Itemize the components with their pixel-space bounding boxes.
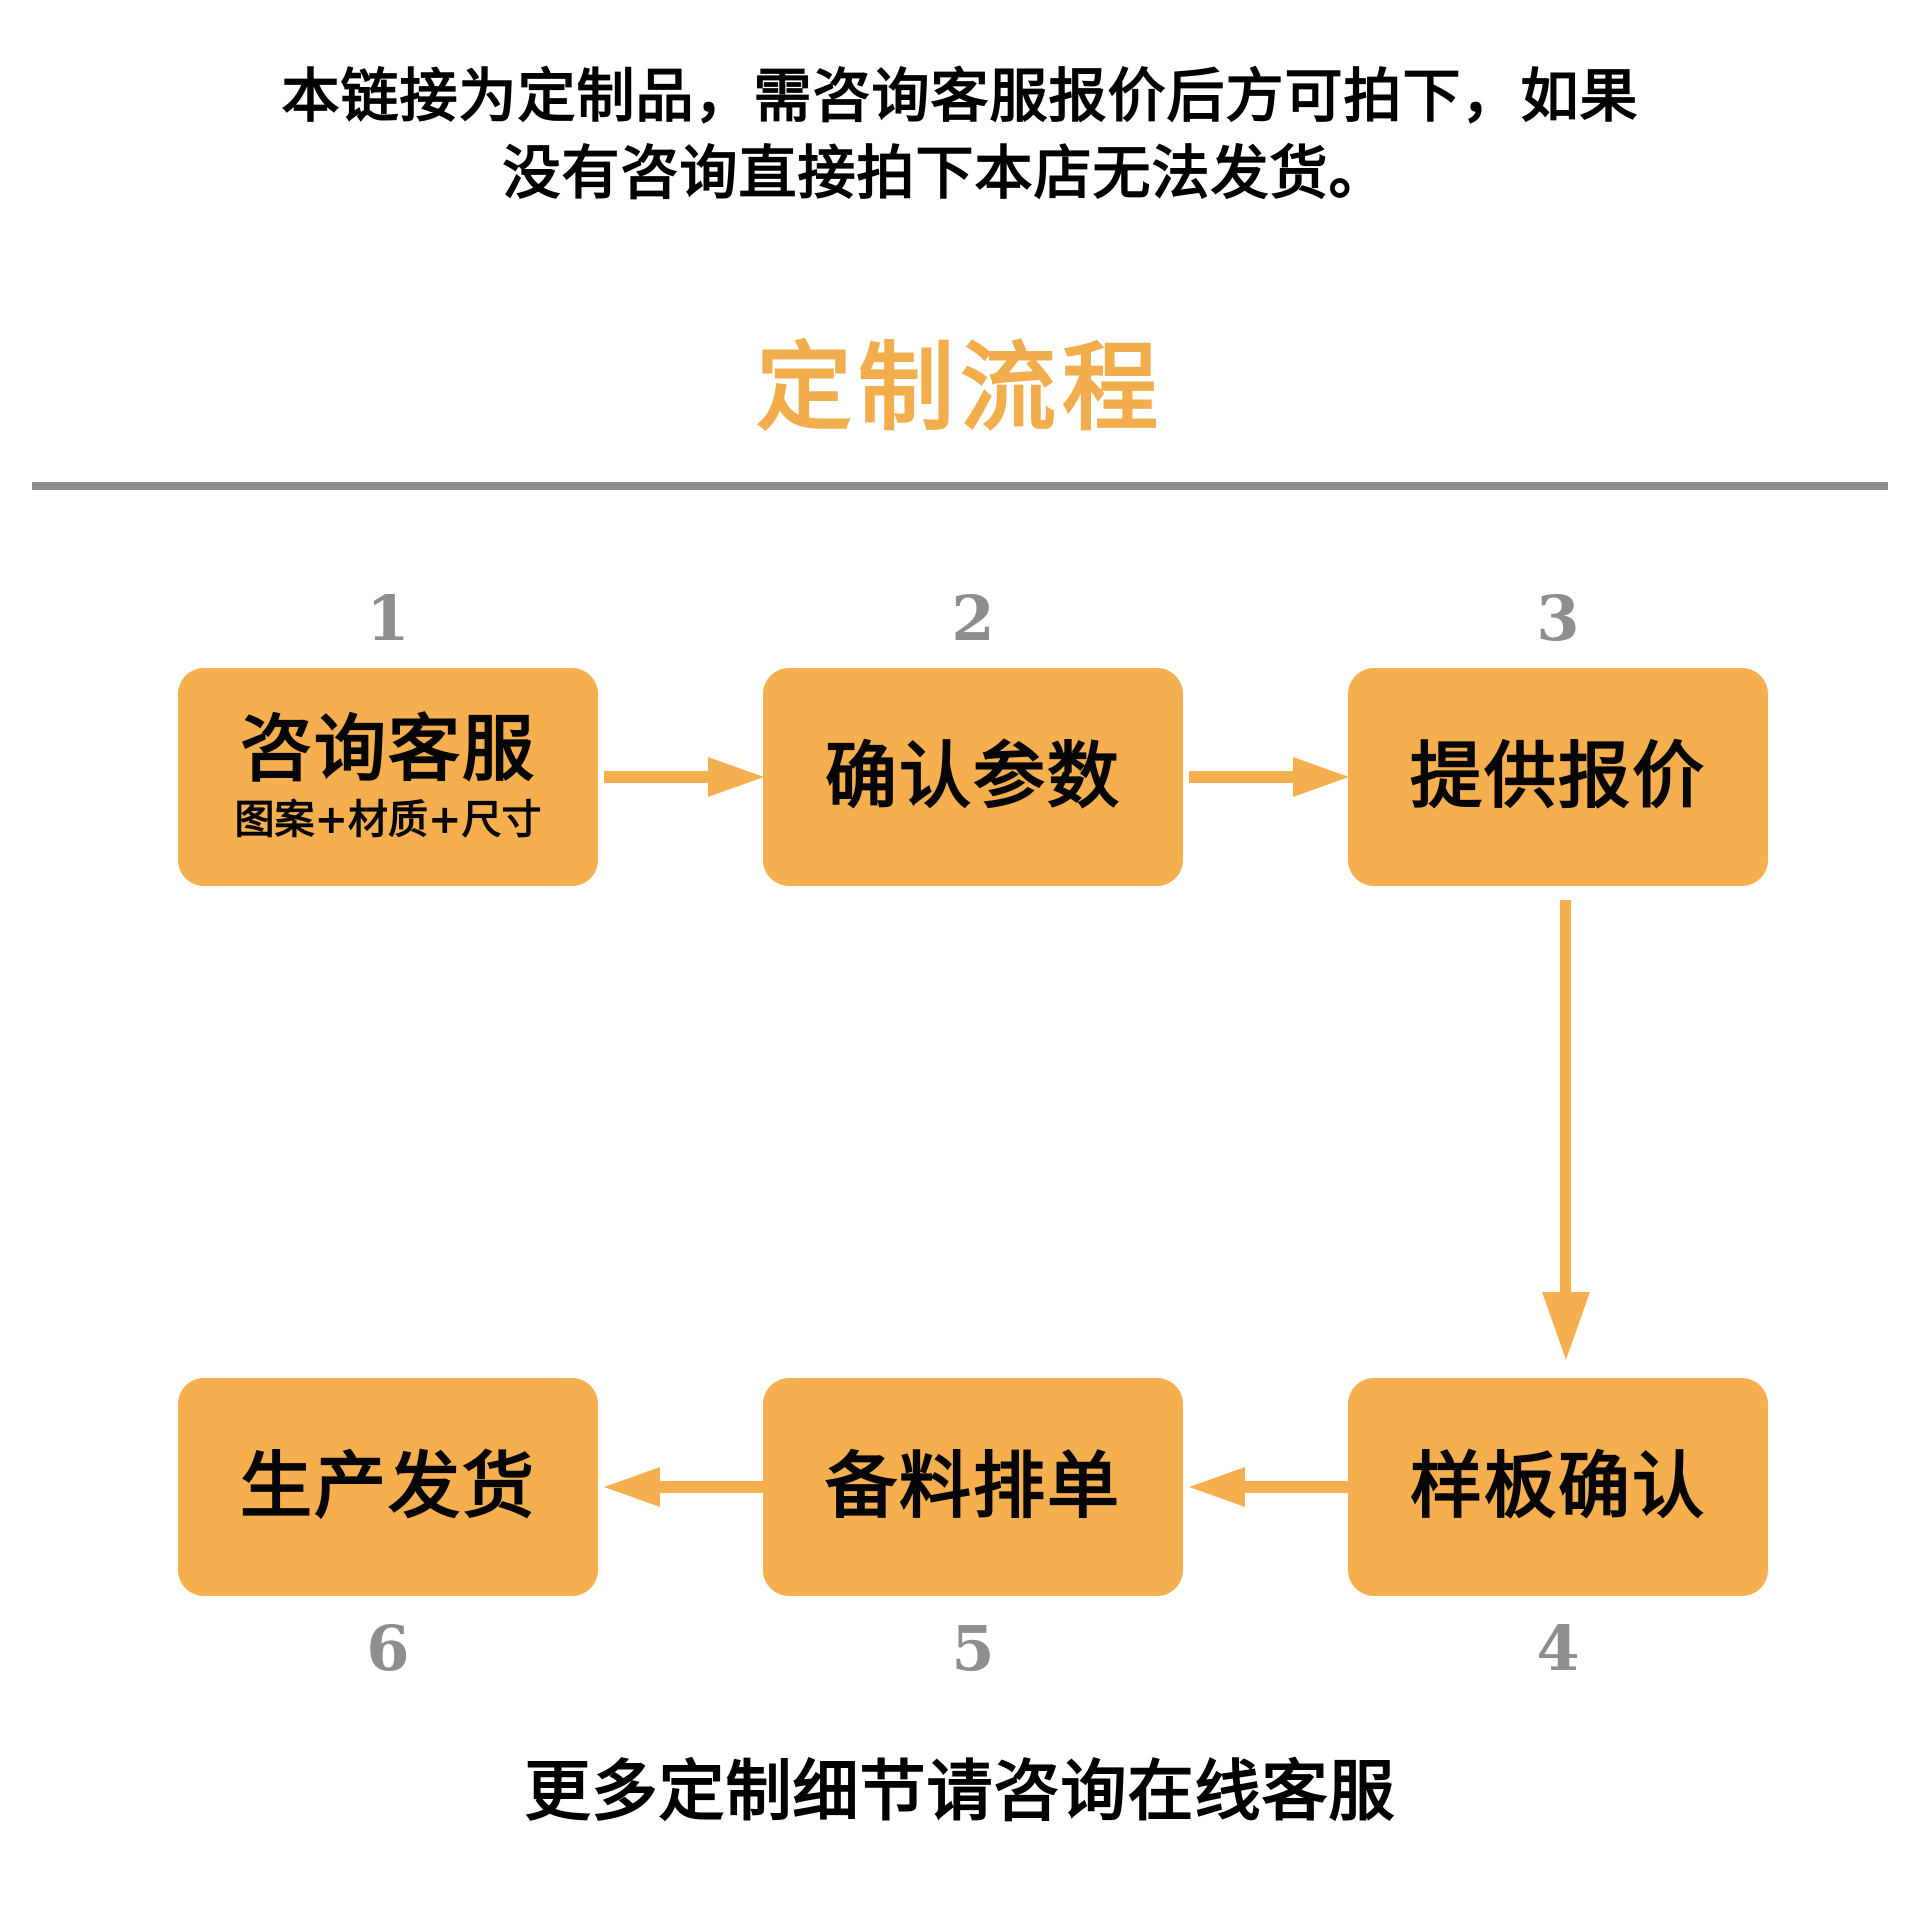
step-number-1: 1	[366, 582, 410, 655]
footer-cta-text: 更多定制细节请咨询在线客服	[524, 1753, 1396, 1830]
step-box-provide-quote[interactable]: 提供报价	[1348, 668, 1768, 886]
step-sublabel-1: 图案+材质+尺寸	[234, 796, 542, 843]
page-title: 定制流程	[756, 332, 1164, 444]
step-label-5: 备料排单	[824, 1444, 1121, 1529]
arrow-down-icon-step3-step4	[1518, 900, 1614, 1360]
horizontal-divider	[32, 482, 1888, 490]
step-box-material-scheduling[interactable]: 备料排单	[763, 1378, 1183, 1596]
arrow-left-icon-step5-step6	[604, 1457, 764, 1517]
step-label-6: 生产发货	[239, 1444, 536, 1529]
step-box-consult-service[interactable]: 咨询客服 图案+材质+尺寸	[178, 668, 598, 886]
step-number-2: 2	[951, 582, 995, 655]
step-number-5: 5	[951, 1612, 995, 1685]
header-notice: 本链接为定制品，需咨询客服报价后方可拍下，如果 没有咨询直接拍下本店无法发货。	[110, 58, 1810, 211]
step-box-confirm-parameters[interactable]: 确认参数	[763, 668, 1183, 886]
arrow-right-icon-step2-step3	[1189, 747, 1349, 807]
step-label-1: 咨询客服	[239, 707, 536, 792]
step-number-4: 4	[1536, 1612, 1580, 1685]
step-label-2: 确认参数	[824, 734, 1121, 819]
arrow-right-icon-step1-step2	[604, 747, 764, 807]
step-box-sample-confirmation[interactable]: 样板确认	[1348, 1378, 1768, 1596]
arrow-left-icon-step4-step5	[1189, 1457, 1349, 1517]
step-box-production-shipping[interactable]: 生产发货	[178, 1378, 598, 1596]
step-label-3: 提供报价	[1409, 734, 1706, 819]
step-label-4: 样板确认	[1409, 1444, 1706, 1529]
header-notice-line-1: 本链接为定制品，需咨询客服报价后方可拍下，如果	[281, 62, 1639, 130]
step-number-3: 3	[1536, 582, 1580, 655]
step-number-6: 6	[366, 1612, 410, 1685]
header-notice-line-2: 没有咨询直接拍下本店无法发货。	[502, 138, 1388, 207]
